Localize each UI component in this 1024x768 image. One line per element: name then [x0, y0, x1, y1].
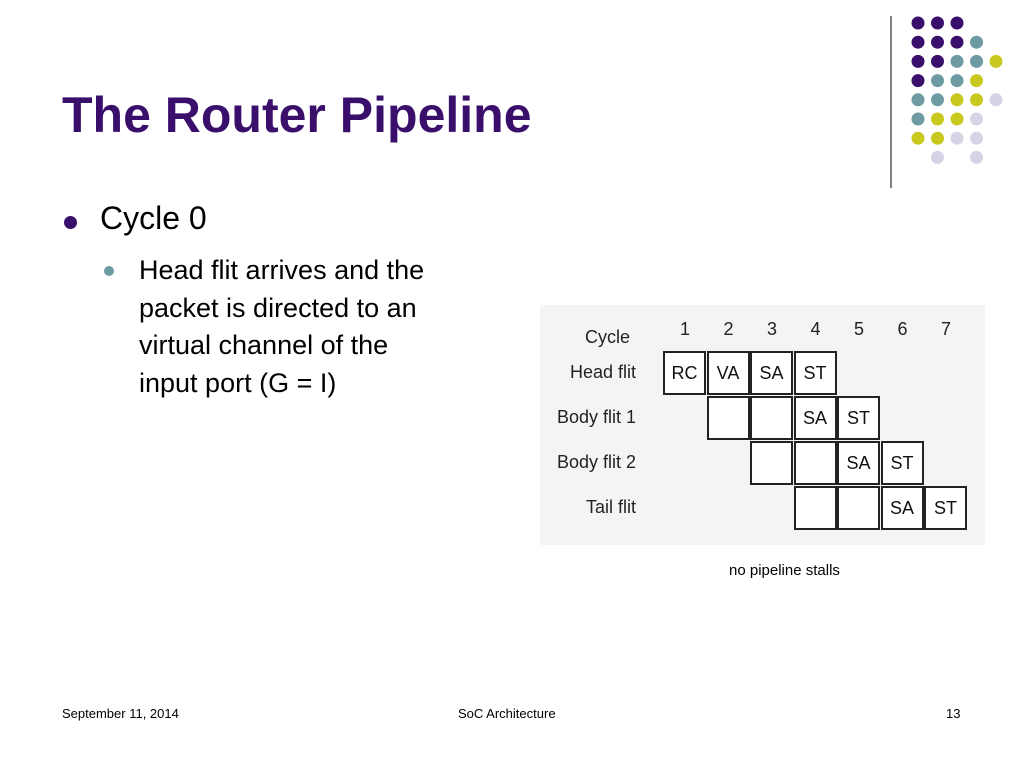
decor-dot [950, 74, 964, 88]
decor-dot [931, 131, 944, 145]
decor-dot [989, 93, 1003, 107]
footer-course: SoC Architecture [458, 706, 556, 721]
decor-dot [970, 93, 983, 107]
pipeline-stage-cell [793, 441, 837, 485]
diagram-caption: no pipeline stalls [729, 562, 840, 579]
cycle-number: 2 [723, 319, 734, 339]
decor-dot [911, 93, 925, 107]
footer-page-number: 13 [946, 706, 961, 721]
sub-bullet-line: Head flit arrives and the [139, 255, 425, 285]
decor-dot [970, 35, 983, 49]
cycle-number: 5 [853, 319, 864, 339]
sub-bullet-dot-icon [104, 266, 114, 276]
decor-dot [931, 74, 944, 88]
decor-dot [950, 93, 964, 107]
cycle-label: Cycle [585, 327, 631, 347]
footer-date: September 11, 2014 [62, 706, 179, 721]
bullet-dot-icon [64, 216, 77, 229]
sub-bullet-line: input port (G = I) [139, 367, 337, 398]
decor-dot [989, 54, 1003, 68]
decor-dot [931, 54, 944, 68]
decor-dot [931, 16, 944, 30]
decor-dot [950, 35, 964, 49]
flit-row-label: Tail flit [585, 497, 636, 517]
decor-dot [911, 54, 925, 68]
decor-dot [950, 131, 964, 145]
decor-dot [911, 16, 925, 30]
decor-dot [911, 35, 925, 49]
decor-dot [931, 35, 944, 49]
pipeline-stage-cell: ST [880, 441, 924, 485]
sub-bullet-line: packet is directed to an [139, 292, 417, 323]
flit-row-label: Body flit 1 [556, 407, 636, 427]
slide-title: The Router Pipeline [62, 87, 532, 143]
pipeline-stage-cell: ST [924, 486, 967, 530]
pipeline-stage-cell: SA [837, 441, 880, 485]
cycle-number: 1 [679, 319, 690, 339]
decorative-dot-grid [911, 16, 1003, 164]
sub-bullet-line: virtual channel of the [139, 330, 389, 360]
decor-dot [970, 112, 983, 126]
pipeline-stage-cell: SA [750, 351, 793, 395]
divider-line [890, 16, 892, 188]
pipeline-stage-cell: SA [880, 486, 924, 530]
decor-dot [911, 112, 925, 126]
pipeline-stage-cell [706, 396, 750, 440]
flit-row-label: Head flit [569, 362, 636, 382]
cycle-number: 3 [766, 319, 777, 339]
decor-dot [970, 150, 983, 164]
decor-dot [950, 16, 964, 30]
pipeline-stage-cell: SA [793, 396, 837, 440]
decor-dot [970, 74, 983, 88]
decor-dot [970, 131, 983, 145]
decor-dot [950, 54, 964, 68]
pipeline-stage-cell [837, 486, 880, 530]
pipeline-stage-cell: VA [706, 351, 750, 395]
decor-dot [970, 54, 983, 68]
bullet-text: Cycle 0 [100, 200, 207, 236]
cycle-number: 7 [940, 319, 951, 339]
decor-dot [931, 112, 944, 126]
cycle-number: 4 [810, 319, 821, 339]
pipeline-stage-cell [750, 396, 793, 440]
pipeline-stage-cell: ST [793, 351, 837, 395]
pipeline-stage-cell [750, 441, 793, 485]
decor-dot [950, 112, 964, 126]
decor-dot [931, 150, 944, 164]
pipeline-stage-cell: RC [663, 351, 706, 395]
pipeline-stage-cell: ST [837, 396, 880, 440]
decor-dot [931, 93, 944, 107]
flit-row-label: Body flit 2 [556, 452, 636, 472]
decor-dot [911, 131, 925, 145]
pipeline-stage-cell [793, 486, 837, 530]
cycle-number: 6 [897, 319, 908, 339]
decor-dot [911, 74, 925, 88]
